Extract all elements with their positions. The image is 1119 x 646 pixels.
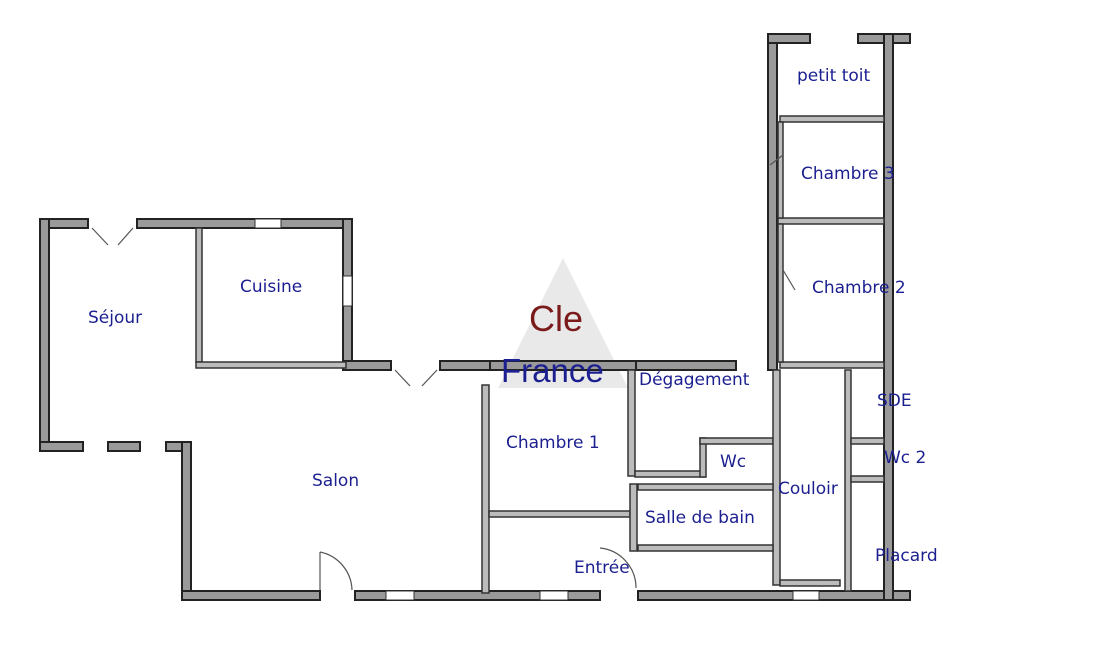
- label-cuisine: Cuisine: [240, 277, 303, 297]
- label-sde: SDE: [877, 391, 912, 411]
- exterior-walls: [39, 33, 911, 601]
- label-wc: Wc: [720, 452, 747, 472]
- label-petit-toit: petit toit: [797, 66, 871, 86]
- interior-walls: [195, 115, 885, 594]
- door-swings: [91, 154, 796, 591]
- label-chambre-2: Chambre 2: [812, 278, 906, 298]
- label-sejour: Séjour: [88, 308, 143, 328]
- label-placard: Placard: [875, 546, 938, 566]
- watermark-cle: Cle: [529, 298, 584, 339]
- label-chambre-3: Chambre 3: [801, 164, 895, 184]
- windows: [254, 218, 820, 601]
- label-chambre-1: Chambre 1: [506, 433, 600, 453]
- watermark-france: France: [501, 352, 604, 389]
- label-couloir: Couloir: [778, 479, 838, 499]
- label-salle-de-bain: Salle de bain: [645, 508, 755, 528]
- label-degagement: Dégagement: [639, 370, 750, 390]
- label-salon: Salon: [312, 471, 360, 491]
- label-entree: Entrée: [574, 558, 630, 578]
- watermark-logo-triangle: [498, 258, 628, 388]
- label-wc-2: Wc 2: [884, 448, 927, 468]
